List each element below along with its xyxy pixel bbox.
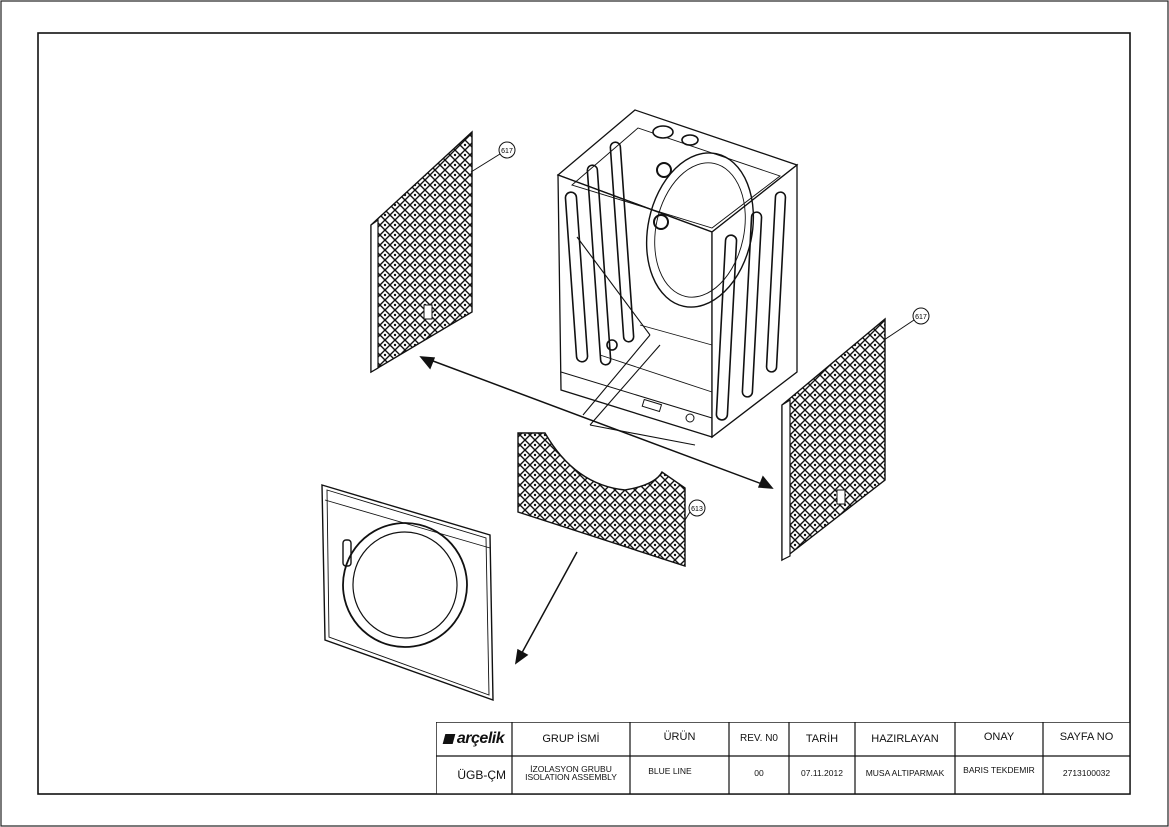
callout-left-label: 617 xyxy=(501,148,513,155)
header-prepared-by: HAZIRLAYAN xyxy=(871,732,939,745)
leader-line-left xyxy=(470,153,501,173)
value-product: BLUE LINE xyxy=(648,765,692,776)
front-cover-panel xyxy=(321,484,494,701)
header-product: ÜRÜN xyxy=(663,730,696,743)
callout-right-label: 617 xyxy=(915,314,927,321)
value-group-name-tr: İZOLASYON GRUBU xyxy=(530,763,612,774)
cabinet-brace-2 xyxy=(582,334,651,416)
header-date: TARİH xyxy=(805,732,839,745)
logo-text: arçelik xyxy=(456,730,505,747)
left-insulation-panel xyxy=(370,130,473,374)
value-page-no: 2713100032 xyxy=(1062,767,1111,778)
value-code: ÜGB-ÇM xyxy=(457,768,506,782)
header-approval: ONAY xyxy=(983,730,1015,743)
header-page-no: SAYFA NO xyxy=(1059,730,1114,743)
right-insulation-panel xyxy=(781,317,886,562)
header-group-name: GRUP İSMİ xyxy=(542,732,600,745)
brand-logo: arçelik xyxy=(436,722,512,756)
explode-arrows xyxy=(419,356,774,665)
cabinet-brace-4 xyxy=(589,424,696,446)
value-group-name: İZOLASYON GRUBU ISOLATION ASSEMBLY xyxy=(512,758,630,788)
value-prepared-by: MUSA ALTIPARMAK xyxy=(865,767,945,778)
title-block: arçelik GRUP İSMİ ÜRÜN REV. N0 TARİH HAZ… xyxy=(436,722,1130,794)
cabinet-brace-1 xyxy=(576,236,651,336)
callout-right-circle xyxy=(912,307,930,325)
callout-front-circle xyxy=(688,499,706,517)
value-date: 07.11.2012 xyxy=(801,767,843,778)
callout-front-label: 613 xyxy=(691,506,703,513)
cabinet-brace-3 xyxy=(589,344,661,426)
washing-machine-cabinet xyxy=(556,109,799,439)
value-approval: BARIS TEKDEMIR xyxy=(963,764,1035,775)
drawing-frame xyxy=(37,32,1131,795)
callout-left-circle xyxy=(498,141,516,159)
front-insulation-panel xyxy=(517,432,686,567)
header-rev-no: REV. N0 xyxy=(740,733,778,744)
title-block-grid xyxy=(436,722,1130,794)
leader-line-front xyxy=(684,511,691,521)
logo-mark-icon xyxy=(442,734,456,744)
leader-line-right xyxy=(883,319,915,341)
value-group-name-en: ISOLATION ASSEMBLY xyxy=(525,772,617,782)
value-rev-no: 00 xyxy=(754,767,764,778)
